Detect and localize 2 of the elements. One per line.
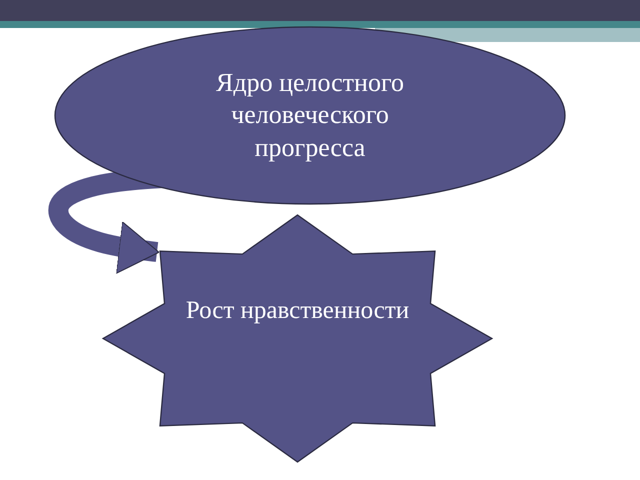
- node-label: Ядро целостного человеческого прогресса: [215, 66, 405, 164]
- node-label: Рост нравственности: [186, 296, 410, 326]
